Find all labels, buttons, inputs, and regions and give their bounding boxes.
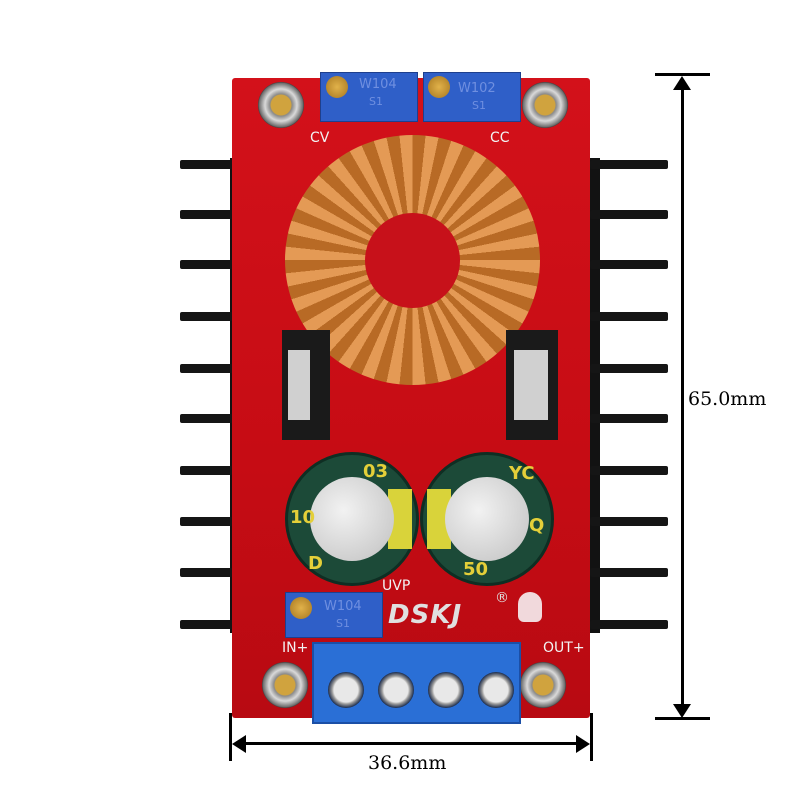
capacitor-left: 03 10 D	[285, 452, 419, 586]
adjust-screw-icon[interactable]	[326, 76, 348, 98]
potentiometer-uvp[interactable]: W104 S1	[285, 592, 383, 638]
pot-sub: S1	[369, 95, 383, 108]
silk-cv: CV	[310, 130, 330, 146]
pot-label: W104	[324, 599, 362, 614]
potentiometer-cv[interactable]: W104 S1	[320, 72, 418, 122]
status-led	[518, 592, 542, 622]
silk-out-plus: OUT+	[543, 640, 585, 656]
terminal-screw-icon[interactable]	[478, 672, 514, 708]
potentiometer-cc[interactable]: W102 S1	[423, 72, 521, 122]
height-label: 65.0mm	[688, 388, 767, 410]
adjust-screw-icon[interactable]	[428, 76, 450, 98]
silk-uvp: UVP	[382, 578, 411, 594]
silk-cc: CC	[490, 130, 510, 146]
screw-terminal-block[interactable]	[312, 642, 521, 724]
terminal-screw-icon[interactable]	[428, 672, 464, 708]
left-mosfet	[282, 330, 330, 440]
mounting-screw-top-left	[258, 82, 304, 128]
adjust-screw-icon[interactable]	[290, 597, 312, 619]
pot-sub: S1	[472, 99, 486, 112]
mounting-screw-bottom-right	[520, 662, 566, 708]
pot-label: W104	[359, 77, 397, 92]
capacitor-right: YC 50 Q	[420, 452, 554, 586]
mounting-screw-bottom-left	[262, 662, 308, 708]
registered-mark: ®	[495, 590, 509, 606]
terminal-screw-icon[interactable]	[378, 672, 414, 708]
silk-in-plus: IN+	[282, 640, 309, 656]
pot-sub: S1	[336, 617, 350, 630]
width-label: 36.6mm	[368, 752, 447, 774]
mounting-screw-top-right	[522, 82, 568, 128]
terminal-screw-icon[interactable]	[328, 672, 364, 708]
right-mosfet	[506, 330, 558, 440]
pot-label: W102	[458, 81, 496, 96]
brand-logo: DSKJ	[388, 600, 463, 630]
